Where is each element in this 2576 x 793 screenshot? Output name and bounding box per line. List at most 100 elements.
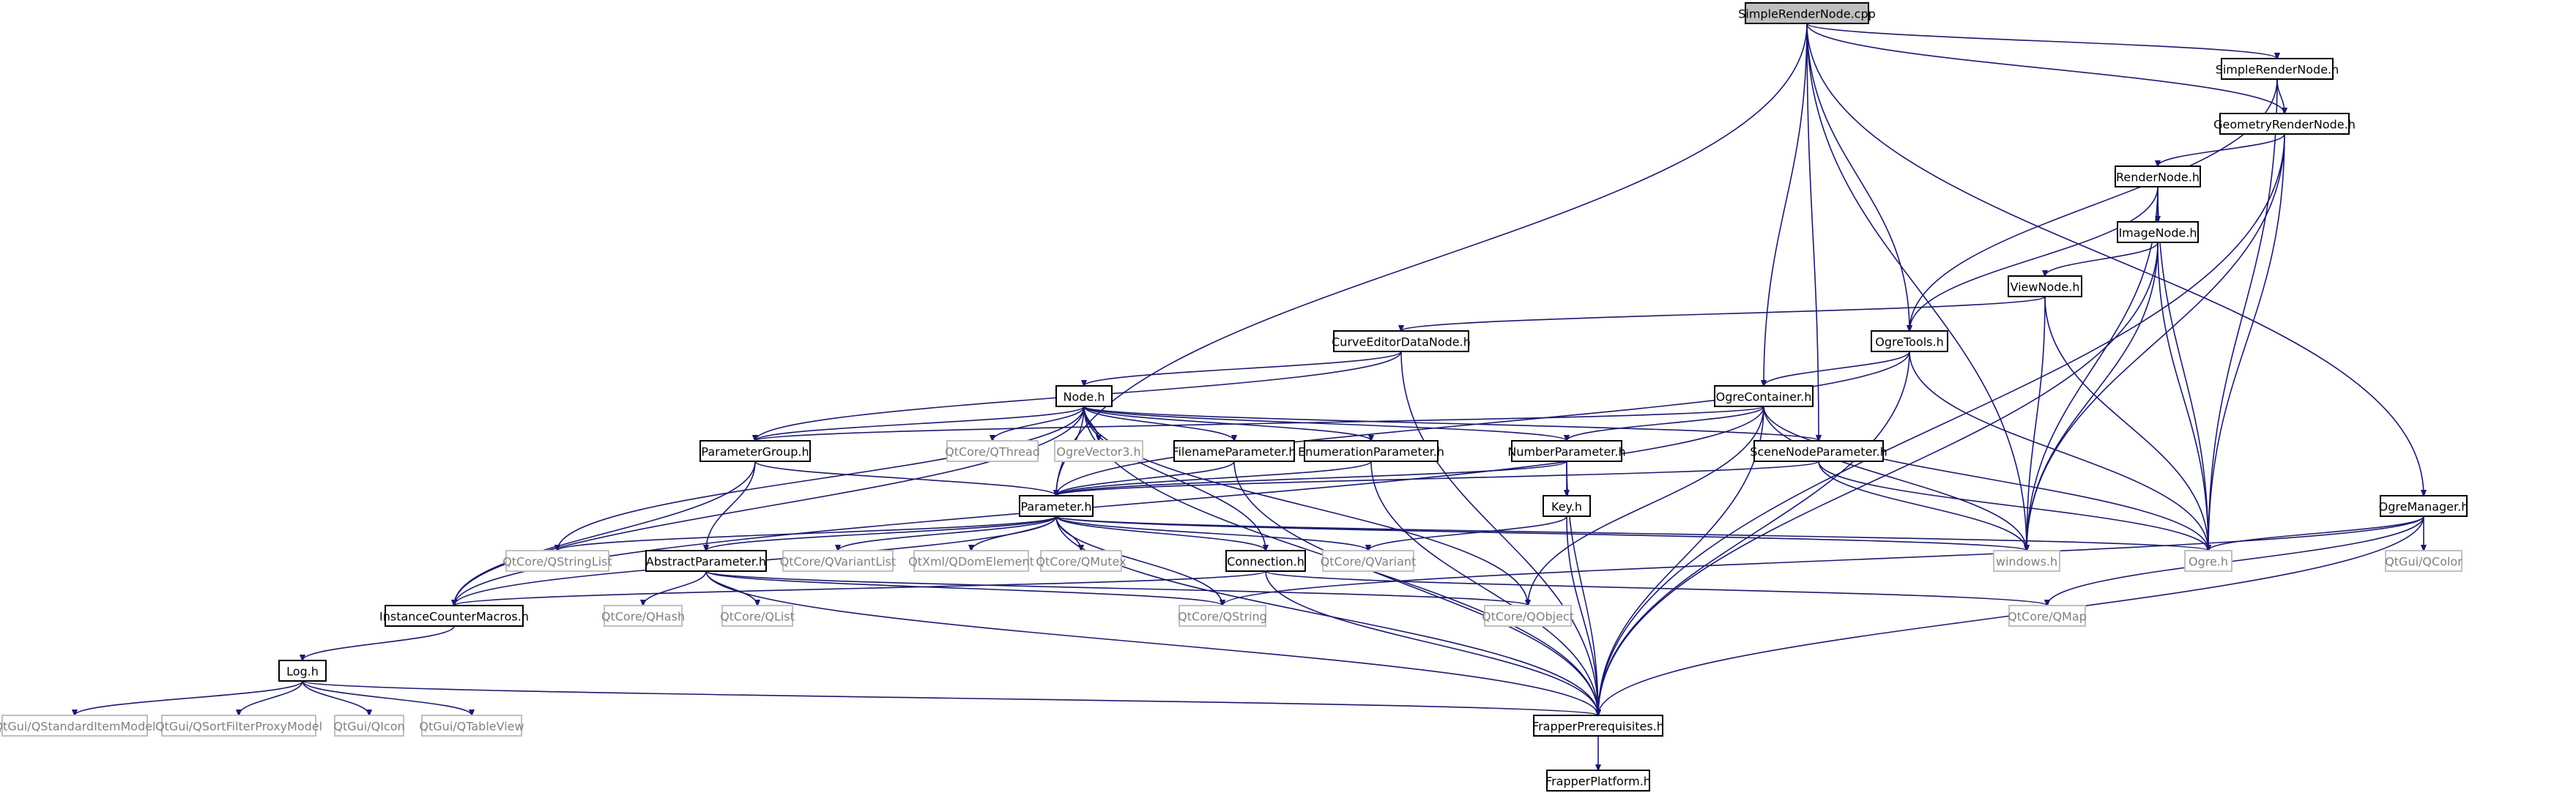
node-label: FilenameParameter.h bbox=[1172, 445, 1296, 459]
edge-filenameparameter-h-to-frapperprerequisites-h bbox=[1233, 461, 1598, 715]
node-label: NumberParameter.h bbox=[1507, 445, 1625, 459]
node-box bbox=[1745, 2, 1869, 24]
node-box bbox=[1993, 550, 2060, 572]
edge-node-h-to-scenenodeparameter-h bbox=[1083, 406, 1819, 441]
node-box bbox=[161, 715, 316, 737]
node-box bbox=[1511, 440, 1622, 462]
node-box bbox=[2385, 550, 2462, 572]
node-instancecountermacros-h[interactable]: InstanceCounterMacros.h bbox=[379, 605, 529, 627]
edge-simplerendernode-cpp-to-scenenodeparameter-h bbox=[1806, 23, 1819, 441]
node-label: QtGui/QTableView bbox=[419, 720, 524, 734]
node-key-h[interactable]: Key.h bbox=[1543, 495, 1591, 517]
node-ogretools-h[interactable]: OgreTools.h bbox=[1871, 330, 1948, 352]
edge-rendernode-h-to-ogre-h bbox=[2157, 186, 2208, 551]
edge-ogrecontainer-h-to-ogre-h bbox=[1763, 406, 2208, 551]
node-box bbox=[1543, 495, 1591, 517]
node-label: QtGui/QSortFilterProxyModel bbox=[155, 720, 322, 734]
node-log-h[interactable]: Log.h bbox=[278, 660, 327, 682]
node-box bbox=[1871, 330, 1948, 352]
node-ogrecontainer-h[interactable]: OgreContainer.h bbox=[1714, 385, 1814, 407]
edge-instancecountermacros-h-to-log-h bbox=[302, 625, 455, 660]
node-label: QtCore/QMap bbox=[2008, 610, 2087, 624]
edge-parametergroup-h-to-parameter-h bbox=[754, 461, 1056, 496]
edge-simplerendernode-cpp-to-ogremanager-h bbox=[1806, 23, 2424, 496]
node-simplerendernode-cpp[interactable]: SimpleRenderNode.cpp bbox=[1738, 2, 1876, 24]
node-box bbox=[1055, 385, 1113, 407]
node-box bbox=[505, 550, 609, 572]
edge-geometryrendernode-h-to-rendernode-h bbox=[2158, 133, 2285, 166]
node-rendernode-h[interactable]: RenderNode.h bbox=[2115, 165, 2201, 187]
node-parameter-h[interactable]: Parameter.h bbox=[1019, 495, 1094, 517]
node-enumerationparameter-h[interactable]: EnumerationParameter.h bbox=[1298, 440, 1444, 462]
node-box bbox=[1, 715, 148, 737]
edge-rendernode-h-to-ogretools-h bbox=[1909, 186, 2159, 331]
edge-node-h-to-filenameparameter-h bbox=[1083, 406, 1234, 441]
node-qtcore-qvariant: QtCore/QVariant bbox=[1321, 550, 1417, 572]
node-frapperplatform-h[interactable]: FrapperPlatform.h bbox=[1545, 770, 1651, 792]
node-abstractparameter-h[interactable]: AbstractParameter.h bbox=[645, 550, 767, 572]
node-label: CurveEditorDataNode.h bbox=[1332, 335, 1471, 349]
node-label: QtCore/QVariant bbox=[1321, 555, 1417, 569]
node-qtcore-qlist: QtCore/QList bbox=[720, 605, 795, 627]
node-label: Key.h bbox=[1551, 500, 1582, 514]
node-label: QtCore/QThread bbox=[945, 445, 1040, 459]
edge-geometryrendernode-h-to-windows-h bbox=[2027, 133, 2285, 551]
node-ogremanager-h[interactable]: OgreManager.h bbox=[2379, 495, 2469, 517]
edge-ogretools-h-to-frapperprerequisites-h bbox=[1598, 351, 1910, 715]
node-label: RenderNode.h bbox=[2116, 171, 2200, 185]
edge-node-h-to-instancecountermacros-h bbox=[454, 406, 1085, 606]
node-label: Log.h bbox=[286, 665, 319, 679]
edge-abstractparameter-h-to-frapperprerequisites-h bbox=[705, 570, 1598, 715]
node-box bbox=[2115, 165, 2201, 187]
node-label: windows.h bbox=[1996, 555, 2057, 569]
node-label: ImageNode.h bbox=[2118, 226, 2197, 240]
edge-parametergroup-h-to-instancecountermacros-h bbox=[454, 461, 756, 606]
node-filenameparameter-h[interactable]: FilenameParameter.h bbox=[1172, 440, 1296, 462]
node-parametergroup-h[interactable]: ParameterGroup.h bbox=[699, 440, 811, 462]
node-label: QtXml/QDomElement bbox=[908, 555, 1034, 569]
node-box bbox=[421, 715, 522, 737]
node-label: SceneNodeParameter.h bbox=[1750, 445, 1888, 459]
node-numberparameter-h[interactable]: NumberParameter.h bbox=[1507, 440, 1626, 462]
node-frapperprerequisites-h[interactable]: FrapperPrerequisites.h bbox=[1532, 715, 1664, 737]
node-label: Connection.h bbox=[1227, 555, 1304, 569]
node-box bbox=[385, 605, 524, 627]
node-label: QtGui/QStandardItemModel bbox=[0, 720, 156, 734]
node-label: ViewNode.h bbox=[2011, 280, 2080, 294]
edge-parameter-h-to-ogre-h bbox=[1055, 515, 2208, 551]
node-box bbox=[2008, 605, 2086, 627]
node-qtcore-qhash: QtCore/QHash bbox=[601, 605, 685, 627]
edge-log-h-to-qtgui-qsortfilterproxymodel bbox=[239, 680, 303, 715]
edge-ogrecontainer-h-to-qtcore-qobject bbox=[1528, 406, 1764, 606]
node-scenenodeparameter-h[interactable]: SceneNodeParameter.h bbox=[1750, 440, 1888, 462]
edge-parameter-h-to-qtcore-qvariantlist bbox=[838, 515, 1057, 551]
node-imagenode-h[interactable]: ImageNode.h bbox=[2117, 221, 2199, 243]
node-box bbox=[278, 660, 327, 682]
node-label: Ogre.h bbox=[2189, 555, 2228, 569]
edge-ogremanager-h-to-qtcore-qstring bbox=[1222, 515, 2424, 606]
edge-ogrecontainer-h-to-numberparameter-h bbox=[1567, 406, 1764, 441]
node-curveeditordatanode-h[interactable]: CurveEditorDataNode.h bbox=[1332, 330, 1471, 352]
node-node-h[interactable]: Node.h bbox=[1055, 385, 1113, 407]
node-simplerendernode-h[interactable]: SimpleRenderNode.h bbox=[2216, 58, 2339, 80]
edge-enumerationparameter-h-to-parameter-h bbox=[1056, 461, 1372, 496]
node-box bbox=[1484, 605, 1572, 627]
node-label: ParameterGroup.h bbox=[701, 445, 809, 459]
node-box bbox=[2380, 495, 2468, 517]
node-qtcore-qmutex: QtCore/QMutex bbox=[1036, 550, 1126, 572]
edge-enumerationparameter-h-to-frapperprerequisites-h bbox=[1370, 461, 1598, 715]
node-label: OgreTools.h bbox=[1875, 335, 1943, 349]
edge-simplerendernode-cpp-to-ogrecontainer-h bbox=[1764, 23, 1808, 386]
node-label: OgreContainer.h bbox=[1716, 390, 1812, 404]
node-label: EnumerationParameter.h bbox=[1298, 445, 1444, 459]
node-box bbox=[782, 550, 894, 572]
node-qtcore-qthread: QtCore/QThread bbox=[945, 440, 1040, 462]
edge-geometryrendernode-h-to-ogre-h bbox=[2208, 133, 2285, 551]
node-box bbox=[721, 605, 793, 627]
edge-parameter-h-to-qtcore-qvariant bbox=[1055, 515, 1368, 551]
node-geometryrendernode-h[interactable]: GeometryRenderNode.h bbox=[2213, 113, 2356, 135]
node-viewnode-h[interactable]: ViewNode.h bbox=[2008, 275, 2082, 297]
node-connection-h[interactable]: Connection.h bbox=[1225, 550, 1306, 572]
node-box bbox=[645, 550, 767, 572]
